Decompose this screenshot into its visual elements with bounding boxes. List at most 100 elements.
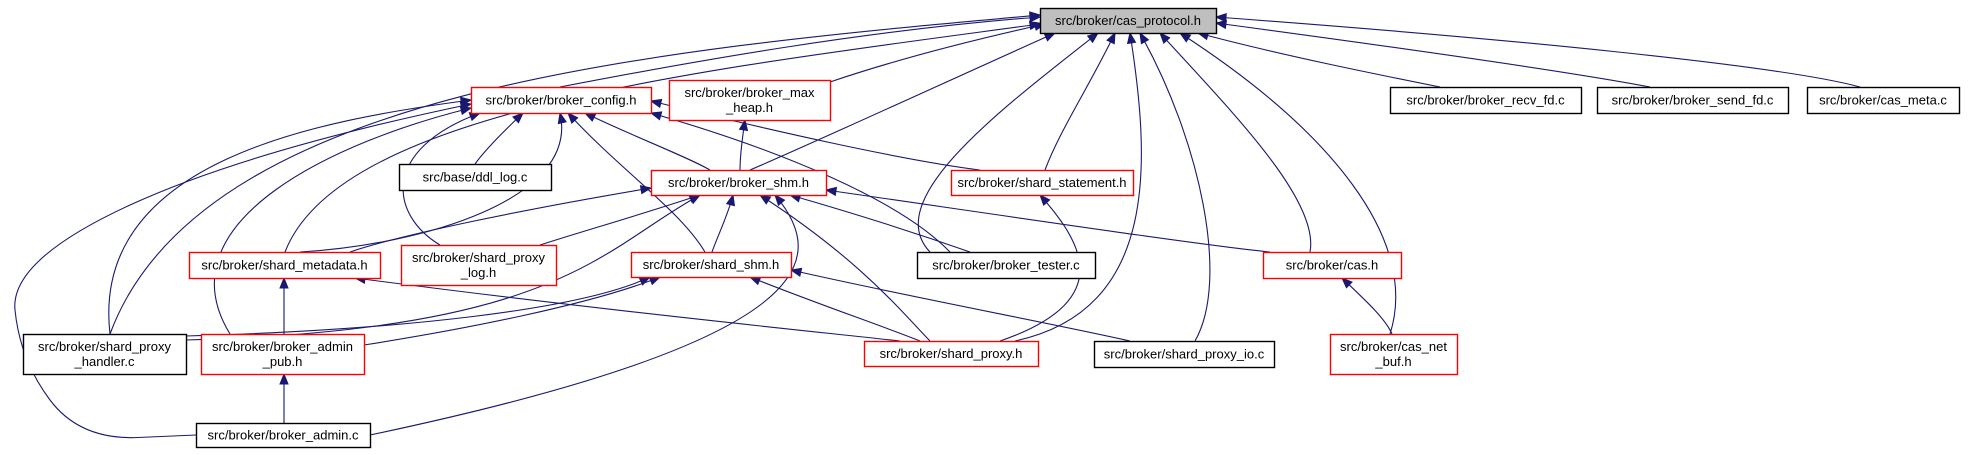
edge-ddl-log-c-to-broker-config-h-arrowhead — [512, 112, 524, 124]
edge-broker-shm-h-to-broker-max-heap-h-arrowhead — [738, 118, 749, 132]
edge-shard-proxy-handler-c-to-shard-shm-h-line — [185, 276, 651, 337]
node-shard-proxy-handler-c[interactable]: src/broker/shard_proxy_handler.c — [22, 333, 188, 376]
edge-broker-send-fd-c-to-cas-protocol-h — [1214, 19, 1651, 88]
node-shard-proxy-io-c[interactable]: src/broker/shard_proxy_io.c — [1093, 340, 1276, 369]
node-label: _heap.h — [725, 100, 773, 115]
edge-broker-max-heap-h-to-cas-protocol-h-line — [829, 23, 1046, 83]
edge-broker-admin-c-to-broker-config-h-arrowhead — [459, 101, 473, 111]
node-box — [195, 422, 372, 449]
edge-shard-metadata-h-to-broker-config-h — [299, 111, 567, 253]
node-box — [863, 340, 1040, 368]
edge-broker-recv-fd-c-to-cas-protocol-h — [1196, 31, 1441, 88]
node-box — [400, 244, 558, 287]
edge-broker-send-fd-c-to-cas-protocol-h-arrowhead — [1214, 19, 1228, 30]
node-box — [398, 163, 553, 192]
node-label: src/broker/shard_proxy — [412, 250, 545, 265]
edge-shard-proxy-h-to-broker-shm-h-arrowhead — [758, 194, 772, 205]
edge-broker-shm-h-to-broker-config-h — [583, 112, 711, 171]
node-shard-shm-h[interactable]: src/broker/shard_shm.h — [630, 251, 793, 279]
node-box — [1329, 333, 1459, 376]
edges-layer — [14, 11, 1861, 439]
node-cas-protocol-h[interactable]: src/broker/cas_protocol.h — [1039, 7, 1218, 35]
node-broker-send-fd-c[interactable]: src/broker/broker_send_fd.c — [1596, 86, 1790, 115]
node-broker-admin-pub-h[interactable]: src/broker/broker_admin_pub.h — [200, 333, 366, 376]
edge-broker-admin-c-to-broker-shm-h — [369, 193, 799, 436]
node-box — [188, 251, 382, 280]
edge-cas-net-buf-h-to-cas-h-line — [1341, 277, 1393, 335]
edge-shard-statement-h-to-cas-protocol-h-arrowhead — [1106, 31, 1116, 45]
node-label: src/broker/shard_statement.h — [957, 175, 1126, 190]
edge-cas-net-buf-h-to-cas-protocol-h-line — [1179, 32, 1397, 335]
node-cas-meta-c[interactable]: src/broker/cas_meta.c — [1806, 86, 1961, 115]
edge-broker-admin-pub-h-to-broker-config-h-line — [214, 107, 472, 335]
edge-shard-metadata-h-to-broker-config-h-line — [299, 112, 563, 253]
edge-broker-recv-fd-c-to-cas-protocol-h-line — [1197, 32, 1441, 88]
node-broker-shm-h[interactable]: src/broker/broker_shm.h — [650, 169, 828, 197]
node-label: src/broker/cas_meta.c — [1819, 93, 1947, 108]
edge-broker-tester-c-to-cas-protocol-h-arrowhead — [1086, 32, 1100, 44]
node-label: src/base/ddl_log.c — [423, 170, 528, 185]
edge-shard-proxy-handler-c-to-broker-config-h — [108, 96, 473, 335]
edge-shard-proxy-h-to-shard-metadata-h-line — [354, 277, 901, 342]
edge-cas-h-to-cas-protocol-h — [1159, 32, 1312, 253]
edge-shard-proxy-io-c-to-shard-shm-h-arrowhead — [789, 267, 803, 277]
edge-shard-proxy-h-to-cas-protocol-h-arrowhead — [1126, 31, 1137, 45]
edge-broker-send-fd-c-to-cas-protocol-h-line — [1215, 22, 1651, 88]
edge-broker-shm-h-to-broker-config-h-line — [584, 112, 711, 171]
edge-broker-admin-pub-h-to-shard-metadata-h-arrowhead — [279, 276, 289, 289]
node-label: src/broker/shard_metadata.h — [201, 258, 367, 273]
edge-cas-h-to-cas-protocol-h-arrowhead — [1159, 32, 1171, 44]
node-box — [22, 333, 188, 376]
node-broker-tester-c[interactable]: src/broker/broker_tester.c — [916, 251, 1097, 280]
edge-shard-proxy-handler-c-to-cas-protocol-h — [109, 11, 1042, 335]
node-broker-max-heap-h[interactable]: src/broker/broker_max_heap.h — [668, 79, 832, 122]
node-label: _pub.h — [262, 354, 303, 369]
edge-cas-meta-c-to-cas-protocol-h-line — [1215, 16, 1861, 88]
node-shard-statement-h[interactable]: src/broker/shard_statement.h — [950, 169, 1135, 197]
edge-shard-proxy-handler-c-to-shard-shm-h — [185, 276, 652, 337]
edge-shard-statement-h-to-broker-config-h-arrowhead — [649, 98, 663, 109]
node-broker-admin-c[interactable]: src/broker/broker_admin.c — [195, 422, 372, 449]
edge-cas-net-buf-h-to-cas-h — [1341, 277, 1393, 335]
node-box — [1039, 7, 1218, 35]
node-box — [200, 333, 366, 376]
node-box — [650, 169, 828, 197]
edge-broker-tester-c-to-broker-shm-h — [788, 193, 971, 253]
node-label: _handler.c — [74, 354, 135, 369]
edge-shard-proxy-h-to-cas-protocol-h — [1014, 31, 1142, 342]
edge-broker-tester-c-to-broker-config-h — [649, 111, 951, 253]
edge-shard-statement-h-to-cas-protocol-h — [1044, 31, 1116, 171]
edge-broker-tester-c-to-cas-protocol-h-line — [917, 32, 1099, 253]
node-box — [1093, 340, 1276, 369]
node-shard-metadata-h[interactable]: src/broker/shard_metadata.h — [188, 251, 382, 280]
edge-shard-statement-h-to-cas-protocol-h-line — [1044, 32, 1116, 171]
node-label: src/broker/broker_send_fd.c — [1612, 93, 1774, 108]
edge-cas-meta-c-to-cas-protocol-h — [1214, 13, 1861, 88]
nodes-layer: src/broker/cas_protocol.h src/broker/brok… — [22, 7, 1961, 449]
node-shard-proxy-h[interactable]: src/broker/shard_proxy.h — [863, 340, 1040, 368]
edge-broker-admin-pub-h-to-shard-metadata-h — [279, 276, 289, 334]
node-broker-config-h[interactable]: src/broker/broker_config.h — [470, 86, 653, 115]
edge-shard-proxy-handler-c-to-cas-protocol-h-line — [109, 14, 1041, 335]
edge-shard-proxy-h-to-shard-statement-h-arrowhead — [1039, 193, 1051, 206]
node-label: src/broker/broker_admin — [212, 339, 353, 354]
edge-cas-h-to-broker-shm-h — [824, 186, 1271, 253]
node-box — [1262, 251, 1403, 280]
edge-shard-proxy-h-to-cas-protocol-h-line — [1014, 32, 1142, 342]
node-broker-recv-fd-c[interactable]: src/broker/broker_recv_fd.c — [1389, 86, 1583, 115]
node-label: src/broker/shard_proxy_io.c — [1104, 347, 1265, 362]
node-box — [916, 251, 1097, 280]
node-box — [668, 79, 832, 122]
node-cas-h[interactable]: src/broker/cas.h — [1262, 251, 1403, 280]
edge-cas-h-to-broker-shm-h-line — [825, 189, 1271, 253]
node-shard-proxy-log-h[interactable]: src/broker/shard_proxy_log.h — [400, 244, 558, 287]
edge-broker-admin-pub-h-to-broker-config-h — [214, 105, 473, 335]
node-cas-net-buf-h[interactable]: src/broker/cas_net_buf.h — [1329, 333, 1459, 376]
node-label: src/broker/broker_config.h — [485, 93, 636, 108]
edge-broker-tester-c-to-broker-shm-h-line — [789, 194, 971, 253]
node-ddl-log-c[interactable]: src/base/ddl_log.c — [398, 163, 553, 192]
edge-shard-proxy-h-to-broker-shm-h-line — [759, 194, 931, 342]
edge-shard-proxy-handler-c-to-broker-shm-h-arrowhead — [688, 194, 702, 205]
edge-broker-tester-c-to-broker-config-h-line — [650, 112, 951, 253]
